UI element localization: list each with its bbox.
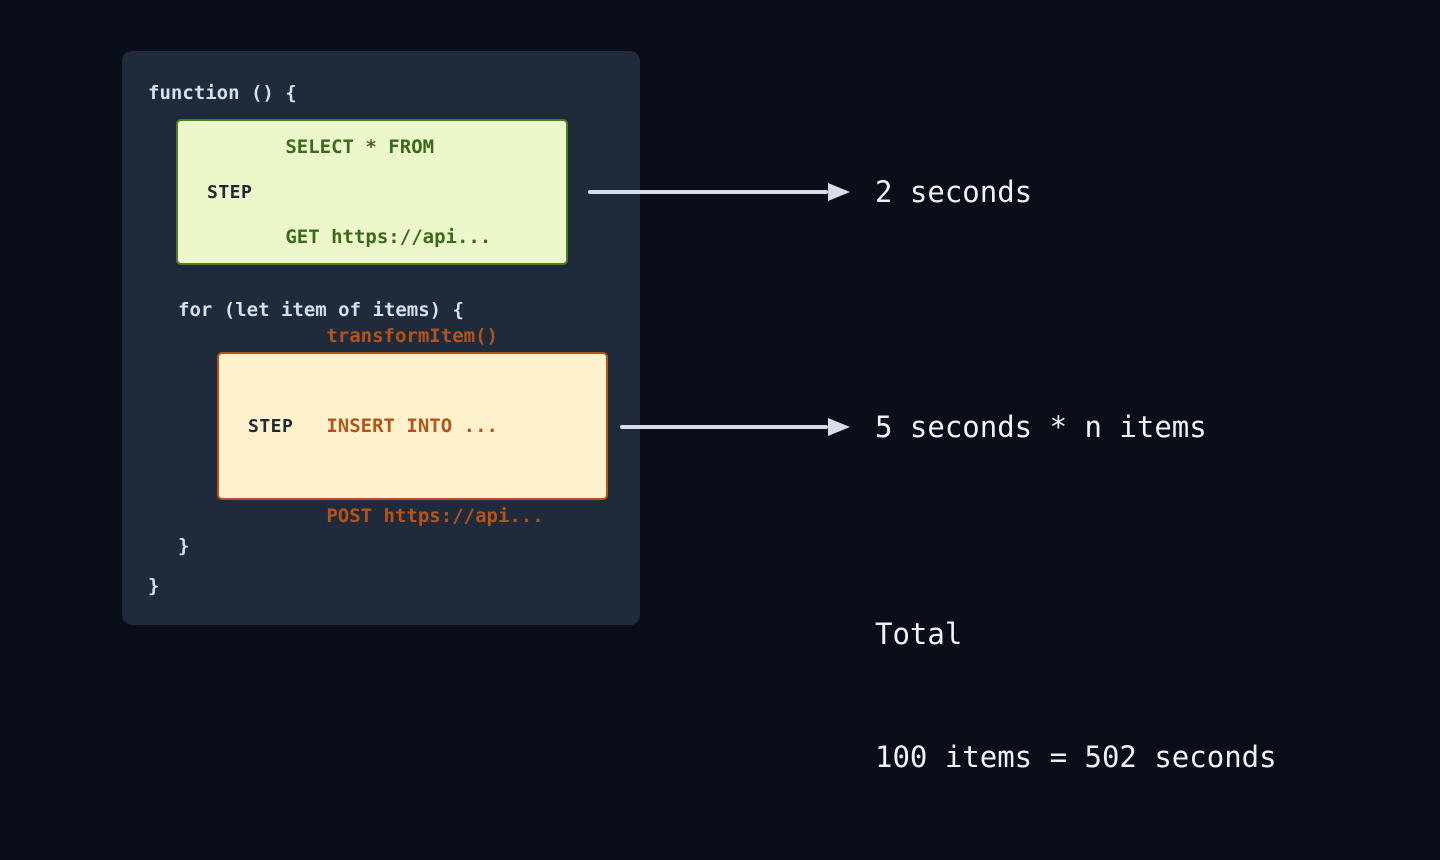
step1-duration-text: 2 seconds — [875, 175, 1033, 209]
arrow-step1-duration — [588, 183, 850, 201]
step2-code-lines: transformItem() INSERT INTO ... POST htt… — [326, 261, 543, 591]
code-panel: function () { STEP SELECT * FROM GET htt… — [122, 51, 640, 625]
step1-line-select: SELECT * FROM — [285, 136, 435, 158]
step1-line-get: GET https://api... — [285, 226, 492, 248]
arrow-head-icon — [828, 183, 850, 201]
step2-line-transform: transformItem() — [326, 325, 498, 347]
arrow-shaft — [620, 425, 828, 429]
total-block: Total 100 items = 502 seconds — [875, 532, 1277, 860]
code-for-close: } — [178, 535, 190, 557]
diagram-canvas: function () { STEP SELECT * FROM GET htt… — [122, 51, 1277, 774]
step-box-query: STEP SELECT * FROM GET https://api... — [176, 119, 568, 265]
arrow-shaft — [588, 190, 828, 194]
arrow-head-icon — [828, 418, 850, 436]
total-title: Total — [875, 617, 963, 651]
code-for-open: for (let item of items) { — [178, 299, 464, 321]
code-function-open: function () { — [148, 82, 297, 104]
total-calculation: 100 items = 502 seconds — [875, 740, 1277, 774]
step-box-transform: STEP transformItem() INSERT INTO ... POS… — [217, 325, 608, 527]
step-label: STEP — [248, 415, 294, 437]
code-function-close: } — [148, 575, 160, 597]
step-label: STEP — [207, 181, 253, 203]
step2-line-insert: INSERT INTO ... — [326, 415, 498, 437]
step1-code-lines: SELECT * FROM GET https://api... — [285, 72, 491, 312]
arrow-step2-duration — [620, 418, 850, 436]
step2-duration-text: 5 seconds * n items — [875, 410, 1207, 444]
step2-line-post: POST https://api... — [326, 505, 544, 527]
